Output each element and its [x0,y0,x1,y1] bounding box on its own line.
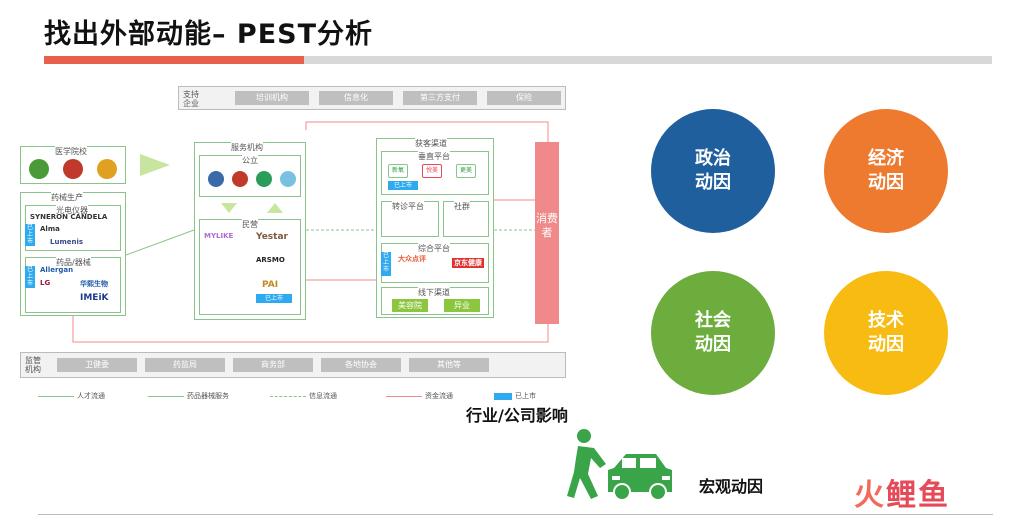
regulator-item: 卫健委 [57,358,137,372]
device-production-label: 药械生产 [51,192,83,203]
listed-tag: 已上市 [388,181,418,190]
referral-platform-box: 转诊平台 [381,201,439,237]
school-emblem-icon [97,159,117,179]
brand-logo: PAI [262,280,279,290]
referral-label: 转诊平台 [392,201,424,212]
support-item: 保险 [487,91,561,105]
school-emblem-icon [63,159,83,179]
public-box: 公立 [199,155,301,197]
public-label: 公立 [242,155,258,166]
flow-arrow-icon [140,154,170,176]
optical-box: 光电仪器 SYNERON CANDELA Alma Lumenis 已上市 [25,205,121,251]
vertical-label: 垂直平台 [418,151,450,162]
support-item: 信息化 [319,91,393,105]
regulator-item: 药监局 [145,358,225,372]
hospital-emblem-icon [256,171,272,187]
brand-logo: 京东健康 [452,258,484,268]
channels-box: 获客渠道 垂直平台 新氧 悦美 更美 已上市 转诊平台 社群 综合平台 大众点评… [376,138,494,318]
medical-school-label: 医学院校 [55,146,87,157]
brand-logo: IMEiK [80,293,109,303]
social-factor-circle: 社会 动因 [651,271,775,395]
integrated-label: 综合平台 [418,243,450,254]
support-row: 支持企业 培训机构 信息化 第三方支付 保险 [178,86,566,110]
drugs-box: 药品/器械 Allergan LG 华熙生物 IMEiK 已上市 [25,257,121,313]
listed-tag: 已上市 [256,294,292,303]
private-label: 民营 [242,219,258,230]
brand-logo: Lumenis [50,238,84,246]
brand-logo: Allergan [40,266,74,274]
technology-factor-circle: 技术 动因 [824,271,948,395]
service-label: 服务机构 [231,142,263,153]
service-institution-box: 服务机构 公立 民营 MYLIKE Yestar ARSMO PAI 已上市 [194,142,306,320]
school-emblem-icon [29,159,49,179]
economic-factor-circle: 经济 动因 [824,109,948,233]
drugs-label: 药品/器械 [56,257,91,268]
legend-device: 药品器械服务 [148,391,229,401]
platform-tile: 悦美 [422,164,442,178]
regulator-label: 监管机构 [25,356,41,374]
regulator-item: 各地协会 [321,358,401,372]
footer-divider [38,514,993,515]
hospital-emblem-icon [232,171,248,187]
consumer-box: 消费者 [535,142,559,324]
support-item: 培训机构 [235,91,309,105]
integrated-platform-box: 综合平台 大众点评 京东健康 已上市 [381,243,489,283]
flow-arrow-icon [267,203,283,213]
legend-info: 信息流通 [270,391,337,401]
device-production-box: 药械生产 光电仪器 SYNERON CANDELA Alma Lumenis 已… [20,192,126,316]
platform-tile: 新氧 [388,164,408,178]
brand-logo: 大众点评 [398,255,426,263]
community-box: 社群 [443,201,489,237]
page-title: 找出外部动能– PEST分析 [44,19,373,50]
impact-label: 行业/公司影响 [466,406,568,425]
medical-school-box: 医学院校 [20,146,126,184]
macro-factor-label: 宏观动因 [699,477,764,496]
offline-label: 线下渠道 [418,287,450,298]
optical-label: 光电仪器 [56,205,88,216]
platform-tile: 更美 [456,164,476,178]
brand-logo: SYNERON CANDELA [30,213,108,221]
flow-arrow-icon [221,203,237,213]
offline-item: 美容院 [392,299,428,312]
regulator-item: 其他等 [409,358,489,372]
legend-listed: 已上市 [494,391,536,401]
vertical-platform-box: 垂直平台 新氧 悦美 更美 已上市 [381,151,489,195]
legend-capital: 资金流通 [386,391,453,401]
brand-watermark: 火鲤鱼 [854,478,950,513]
regulator-item: 商务部 [233,358,313,372]
offline-item: 异业 [444,299,480,312]
flow-lines [72,121,549,343]
community-label: 社群 [454,201,470,212]
channels-label: 获客渠道 [415,138,447,149]
legend-talent: 人才流通 [38,391,105,401]
hospital-emblem-icon [208,171,224,187]
listed-tag: 已上市 [381,252,391,276]
brand-logo: LG [40,279,51,287]
brand-logo: ARSMO [256,256,285,264]
title-underline-accent [44,56,304,64]
brand-logo: 华熙生物 [80,280,108,288]
private-box: 民营 MYLIKE Yestar ARSMO PAI 已上市 [199,219,301,315]
listed-tag: 已上市 [25,266,35,288]
person-pushing-car-icon [567,429,672,501]
hospital-emblem-icon [280,171,296,187]
support-item: 第三方支付 [403,91,477,105]
support-label: 支持企业 [183,90,199,108]
brand-logo: MYLIKE [204,232,234,240]
industry-ecosystem-diagram: 支持企业 培训机构 信息化 第三方支付 保险 医学院校 药械生产 光电仪器 SY… [18,80,568,400]
political-factor-circle: 政治 动因 [651,109,775,233]
title-underline [44,56,992,64]
listed-tag: 已上市 [25,224,35,246]
brand-logo: Alma [40,225,60,233]
offline-channel-box: 线下渠道 美容院 异业 [381,287,489,315]
brand-logo: Yestar [256,232,288,242]
regulator-row: 监管机构 卫健委 药监局 商务部 各地协会 其他等 [20,352,566,378]
